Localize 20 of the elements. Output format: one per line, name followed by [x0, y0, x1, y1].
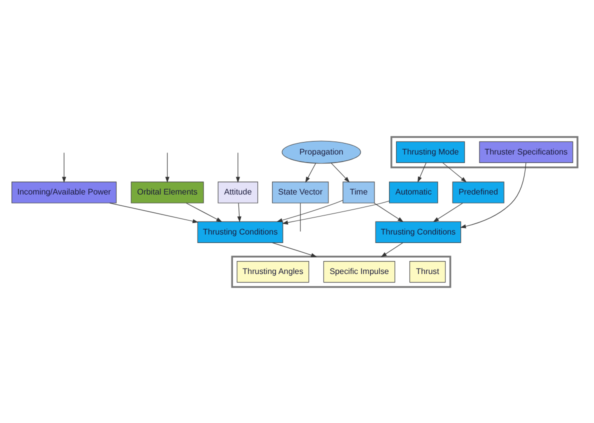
arrow: [186, 202, 222, 222]
arrow: [282, 200, 390, 224]
arrow: [276, 199, 344, 222]
arrow: [460, 162, 526, 228]
arrow: [237, 202, 242, 222]
arrow: [418, 162, 426, 182]
arrow: [109, 202, 198, 223]
arrow: [330, 162, 350, 182]
arrow: [272, 242, 317, 257]
arrow: [374, 202, 404, 222]
cluster: [231, 255, 452, 288]
arrow: [165, 152, 170, 182]
arrow: [305, 162, 316, 182]
arrow: [380, 242, 404, 257]
cluster: [390, 136, 578, 168]
arrow: [433, 202, 463, 222]
connector: [300, 202, 301, 232]
arrow: [236, 152, 240, 182]
arrow: [62, 152, 66, 182]
arrow: [442, 162, 467, 182]
